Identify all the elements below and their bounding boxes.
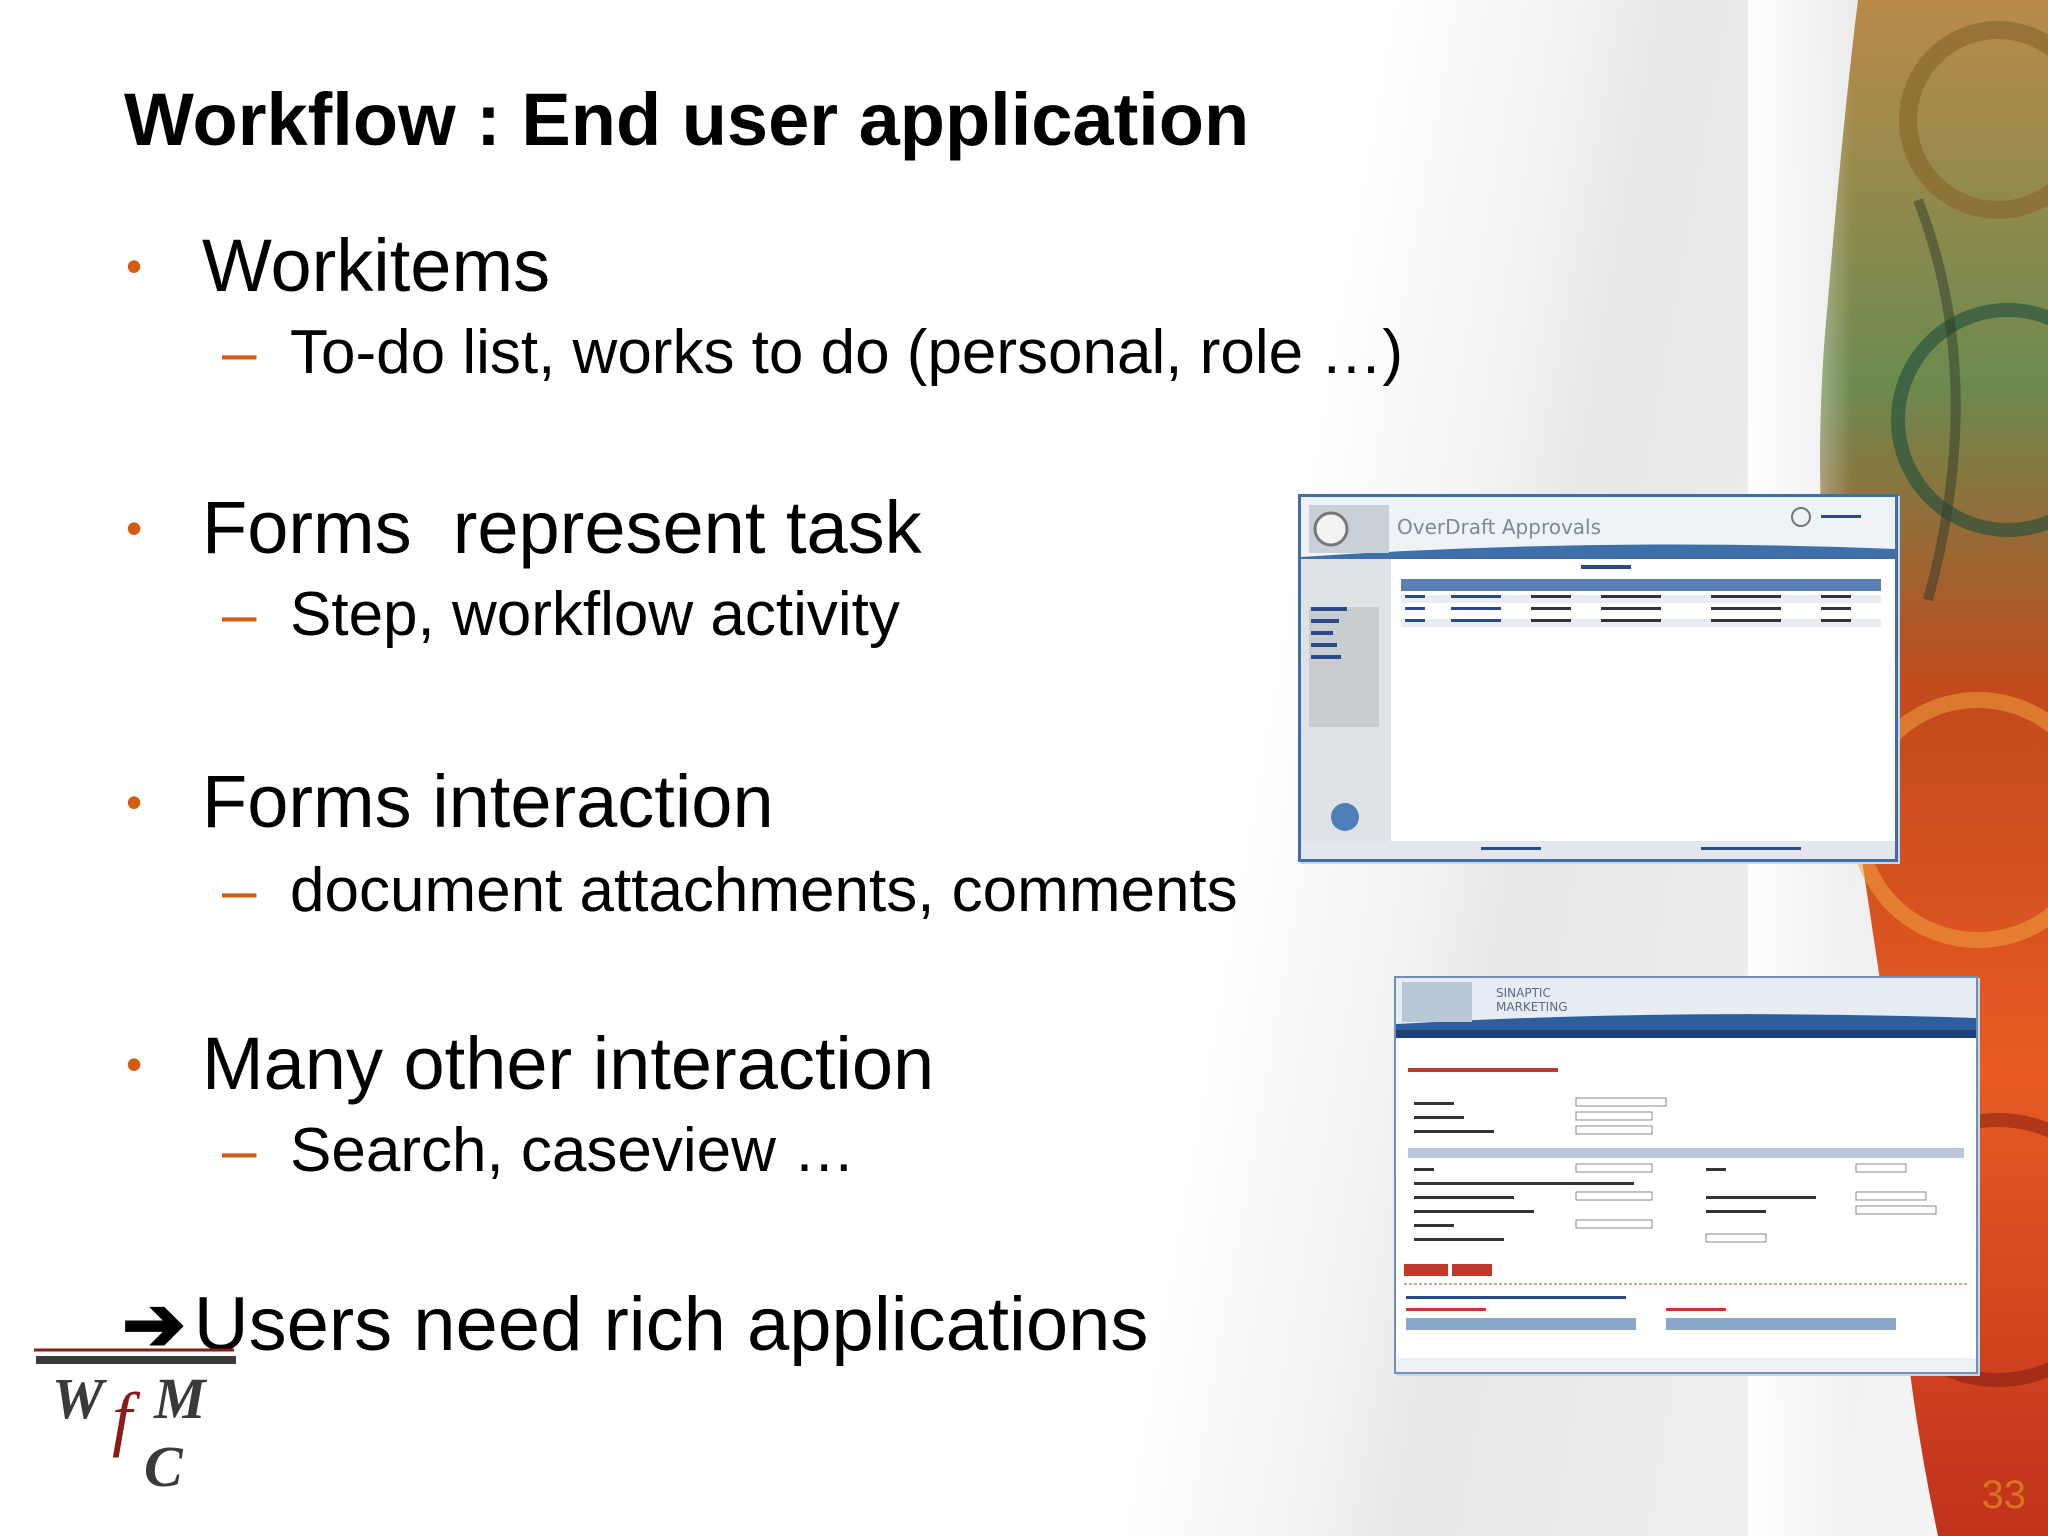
conclusion-text: Users need rich applications [193, 1282, 1149, 1367]
sub-bullet-marker: – [222, 1116, 257, 1185]
slide-title: Workflow : End user application [124, 78, 1250, 161]
bullet-text: Forms represent task [202, 486, 922, 569]
bullet-marker: • [126, 502, 143, 554]
sub-bullet-text: Step, workflow activity [290, 580, 900, 649]
bullet-text: Forms interaction [202, 760, 774, 843]
overdraft-approvals-title: OverDraft Approvals [1397, 515, 1602, 539]
sub-bullet-text: Search, caseview … [290, 1116, 856, 1185]
sub-bullet-text: To-do list, works to do (personal, role … [290, 318, 1403, 387]
svg-text:M: M [153, 1366, 208, 1431]
brand-line-1: SINAPTIC [1496, 986, 1551, 1000]
conclusion-line: ➔Users need rich applications [122, 1282, 1148, 1368]
bullet-marker: • [126, 240, 143, 292]
sub-bullet-marker: – [222, 856, 257, 925]
sub-bullet-marker: – [222, 318, 257, 387]
overdraft-approvals-screenshot: OverDraft Approvals [1298, 494, 1898, 862]
bullet-marker: • [126, 776, 143, 828]
marketing-form-screenshot: SINAPTIC MARKETING [1394, 976, 1978, 1374]
wfmc-logo: W f M C [34, 1346, 244, 1499]
bullet-text: Workitems [202, 224, 551, 307]
arrow-right-icon: ➔ [122, 1282, 186, 1367]
svg-text:W: W [52, 1366, 107, 1431]
svg-text:f: f [112, 1378, 141, 1458]
sub-bullet-marker: – [222, 580, 257, 649]
bullet-text: Many other interaction [202, 1022, 935, 1105]
sub-bullet-text: document attachments, comments [290, 856, 1238, 925]
page-number: 33 [1981, 1473, 2027, 1517]
svg-text:C: C [144, 1434, 184, 1496]
brand-line-2: MARKETING [1496, 1000, 1568, 1014]
bullet-marker: • [126, 1038, 143, 1090]
brand-name: SINAPTIC MARKETING [1496, 986, 1568, 1014]
